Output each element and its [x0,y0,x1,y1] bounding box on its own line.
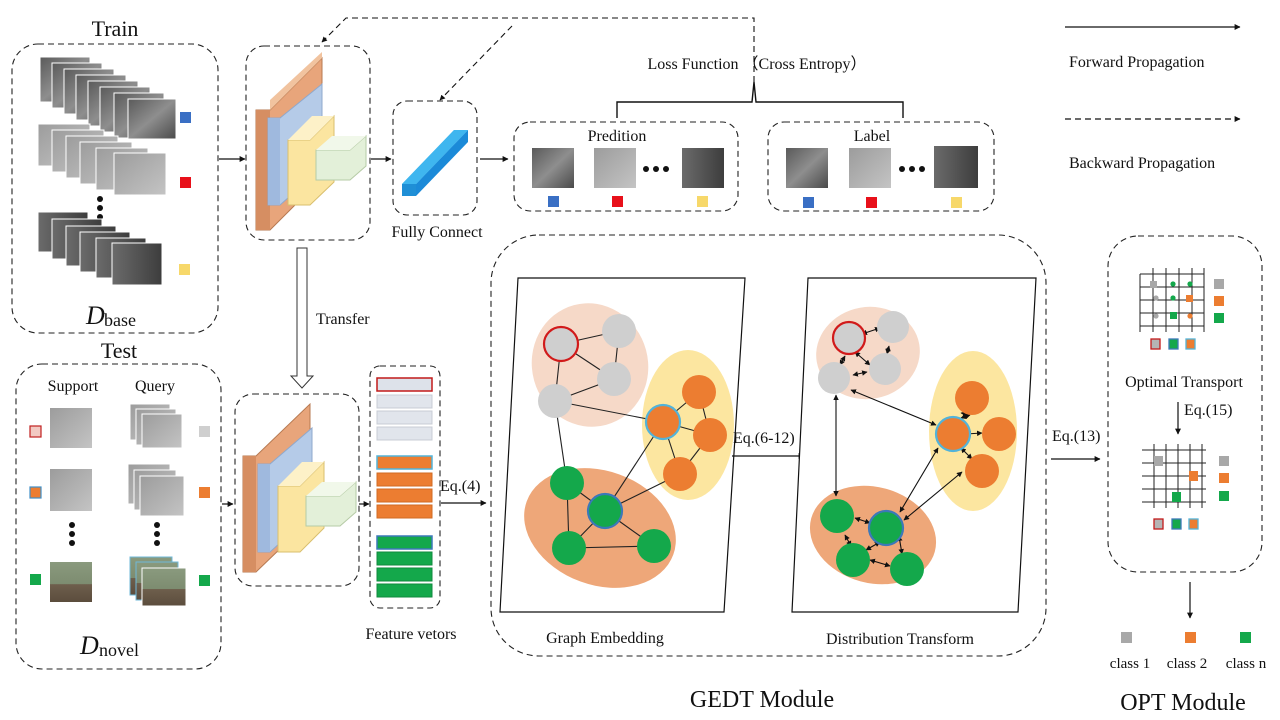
query-swatch-2 [199,487,210,498]
train-frame [11,43,219,334]
test-title: Test [101,338,137,363]
train-title: Train [92,16,139,41]
transfer-arrow: Transfer [289,247,370,389]
transport-matrix-1 [1139,268,1224,350]
eq13-label: Eq.(13) [1052,428,1100,445]
legend-backward-label: Backward Propagation [1069,155,1215,172]
class-legend: class 1 class 2 class n [1110,632,1267,672]
label-image-1 [786,148,828,188]
eq15-label: Eq.(15) [1184,402,1232,419]
vertical-ellipsis-icon [97,196,103,220]
prediction-frame [513,121,739,212]
eq6-12-label: Eq.(6-12) [733,430,795,447]
test-frame [15,363,222,670]
support-image-2 [50,469,92,511]
train-arrows [219,17,755,162]
test-panel: Test Support Query [15,338,222,670]
graph-embedding-panel: Graph Embedding [499,277,746,647]
loss-head: Loss Function （Cross Entropy） Predition … [513,55,995,212]
query-image-stack-2 [127,463,185,517]
class-n-label: class n [1226,656,1267,672]
prediction-image-3 [682,148,724,188]
support-swatch-2 [29,486,42,499]
train-image-stack-2 [37,123,167,196]
feature-vectors-label: Feature vetors [365,626,456,643]
fully-connect-label: Fully Connect [391,224,483,241]
class-2-swatch [1185,632,1196,643]
support-swatch-1 [29,425,42,438]
label-image-3 [934,146,978,188]
feature-vectors: Feature vetors [365,365,457,643]
prediction-image-1 [532,148,574,188]
support-image-3 [50,562,92,602]
support-image-1 [50,408,92,448]
gedt-module: Graph Embedding Eq.(6-12) [490,234,1047,713]
gedt-module-title: GEDT Module [690,687,834,713]
distribution-transform-label: Distribution Transform [826,631,975,648]
class-swatch-blue [180,112,191,123]
opt-module: Optimal Transport Eq.(15) [1107,235,1263,573]
prediction-image-2 [594,148,636,188]
train-dataset-subscript: base [104,310,136,330]
vertical-ellipsis-icon [69,522,160,546]
class-2-label: class 2 [1167,656,1207,672]
loss-bracket [616,81,904,118]
feature-group-gray [376,377,433,441]
query-label: Query [135,378,175,395]
test-dataset-symbol: D [79,631,99,660]
optimal-transport-label: Optimal Transport [1125,374,1243,391]
label-label: Label [854,128,891,145]
test-dataset-subscript: novel [99,640,139,660]
cnn-backbone-test [234,393,360,587]
query-image-stack-1 [129,403,183,449]
horizontal-ellipsis-icon [643,166,669,172]
train-dataset-symbol: D [85,301,105,330]
distribution-transform-panel: Distribution Transform [791,277,1037,648]
fully-connect-block: Fully Connect [391,100,483,241]
class-n-swatch [1240,632,1251,643]
class-swatch-red [180,177,191,188]
class-1-label: class 1 [1110,656,1150,672]
query-swatch-3 [199,575,210,586]
transfer-label: Transfer [316,311,370,328]
feature-group-green [376,535,433,598]
graph-embedding-label: Graph Embedding [546,630,664,647]
train-image-stack-3 [37,211,163,286]
query-image-stack-3 [129,556,187,607]
class-swatch-yellow [179,264,190,275]
loss-function-label: Loss Function （Cross Entropy） [647,55,866,73]
legend-forward-label: Forward Propagation [1069,54,1205,71]
horizontal-ellipsis-icon [899,166,925,172]
cnn-backbone-train [245,45,371,241]
legend: Forward Propagation Backward Propagation [1065,24,1241,172]
transport-matrix-2 [1142,444,1229,530]
prediction-label: Predition [588,128,647,145]
eq4-label: Eq.(4) [440,478,480,495]
support-label: Support [48,378,99,395]
feature-group-orange [376,455,433,519]
label-image-2 [849,148,891,188]
class-1-swatch [1121,632,1132,643]
opt-module-title: OPT Module [1120,690,1246,716]
support-swatch-3 [30,574,41,585]
train-image-stack-1 [39,56,177,140]
query-swatch-1 [199,426,210,437]
train-panel: Train [11,16,219,334]
